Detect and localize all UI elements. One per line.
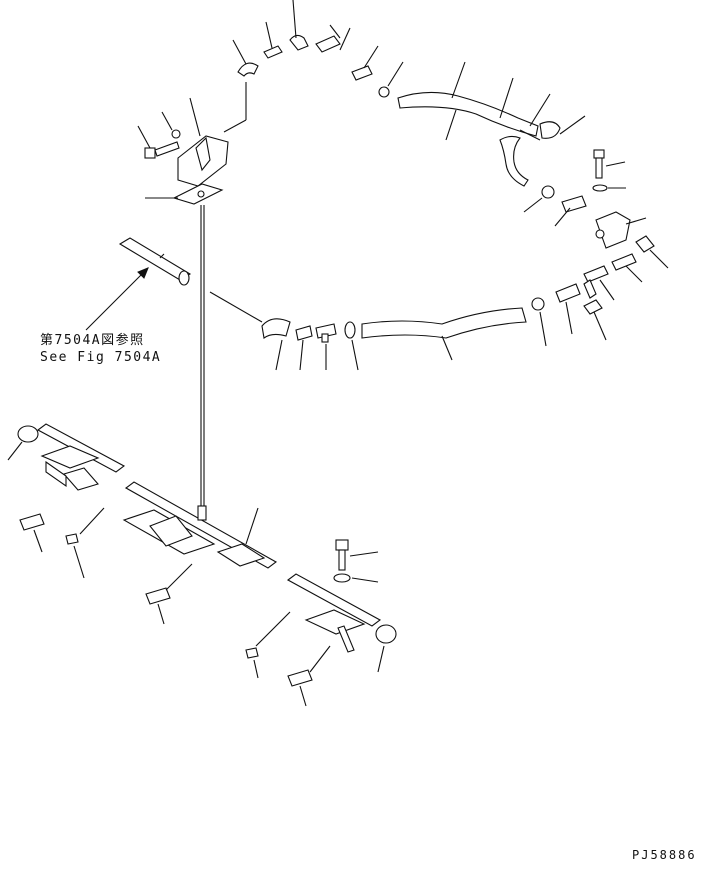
lower-bolt — [335, 539, 379, 571]
gauge-nut — [161, 111, 181, 139]
center-nipple — [145, 563, 193, 625]
long-hose — [361, 307, 527, 361]
upper-hose-end-fitting — [539, 121, 561, 139]
upper-hose — [397, 61, 586, 141]
top-elbow-pipe — [223, 39, 259, 133]
lower-right-clamp — [531, 297, 547, 347]
right-manifold-section — [286, 573, 382, 653]
see-figure-note-english: See Fig 7504A — [40, 350, 162, 365]
left-nipple — [19, 513, 45, 553]
left-manifold-section — [36, 423, 126, 491]
see-figure-note: 第7504A図参照 See Fig 7504A — [40, 332, 161, 366]
see-figure-note-japanese: 第7504A図参照 — [40, 333, 145, 348]
lower-right-adapter — [555, 283, 581, 335]
left-cap — [7, 425, 39, 461]
lower-nipple — [287, 645, 331, 707]
gauge-bolt — [137, 125, 180, 159]
top-elbow-fitting — [289, 0, 309, 51]
top-clamp — [378, 61, 404, 98]
lower-left-plug — [245, 611, 291, 679]
top-valve — [315, 24, 351, 53]
drawing-code: PJ58886 — [632, 848, 697, 862]
right-bracket — [595, 211, 647, 249]
lower-right-valve — [583, 299, 607, 341]
gauge-plate — [145, 183, 224, 205]
center-manifold-section — [122, 481, 278, 569]
mid-union — [295, 325, 313, 371]
reference-manifold — [118, 237, 192, 286]
right-elbow — [635, 235, 669, 269]
mid-tee — [315, 323, 337, 370]
right-bolt — [593, 149, 626, 179]
right-washer — [592, 184, 626, 192]
top-adapter — [263, 21, 283, 59]
lower-washer — [333, 573, 379, 583]
lower-right-nipple — [611, 253, 643, 283]
branch-hose — [499, 129, 541, 187]
right-cap — [375, 624, 397, 673]
vertical-gauge-tube — [200, 205, 205, 510]
hose-elbow — [209, 291, 291, 371]
mid-right-adapter — [554, 195, 587, 227]
mid-ring — [344, 321, 359, 371]
reference-arrow — [85, 267, 149, 331]
left-cap-plug — [65, 507, 105, 579]
top-nipple — [351, 45, 379, 81]
mid-right-clamp — [523, 185, 555, 213]
gauge-bracket — [177, 97, 229, 187]
lower-right-tee — [583, 265, 615, 301]
